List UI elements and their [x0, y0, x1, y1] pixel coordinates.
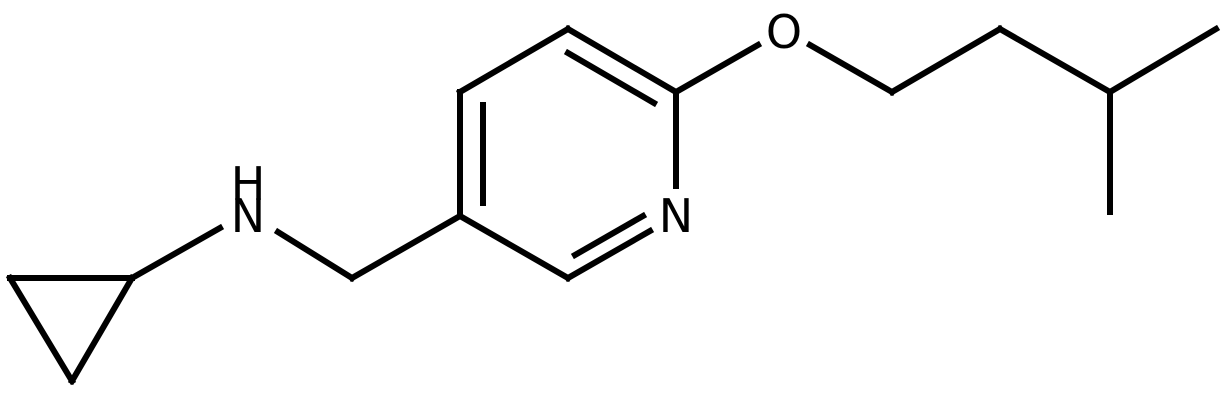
atom-label-nh-n: N [231, 189, 265, 243]
bond-cp-c [5, 273, 77, 386]
bond-cp-nh [127, 223, 225, 283]
bond-o-c1 [805, 40, 897, 97]
bond-c2-n1 [563, 226, 655, 283]
bond-c6-o [671, 40, 763, 97]
cyclopropyl-ring [5, 273, 137, 386]
bond-ch2-ring [347, 211, 465, 283]
bond-nh-ch2 [273, 227, 357, 283]
bond-c2-c3 [995, 24, 1115, 97]
atom-label-nh-h: H [231, 157, 266, 211]
bond-c3-c2 [455, 211, 573, 283]
bond-c1-c2 [887, 24, 1005, 97]
bond-c5-c4 [455, 24, 573, 97]
bond-c2-n1-inner [570, 211, 648, 260]
bond-c6-c5-inner [563, 48, 659, 108]
bond-c6-c5 [563, 24, 681, 97]
bond-c3-me-a [1105, 24, 1221, 97]
bond-cp-b [67, 273, 137, 386]
pyridine-ring [455, 24, 681, 283]
isopentyl-chain [805, 24, 1221, 215]
atom-label-ring-n: N [659, 189, 693, 243]
atom-label-o: O [766, 5, 802, 59]
